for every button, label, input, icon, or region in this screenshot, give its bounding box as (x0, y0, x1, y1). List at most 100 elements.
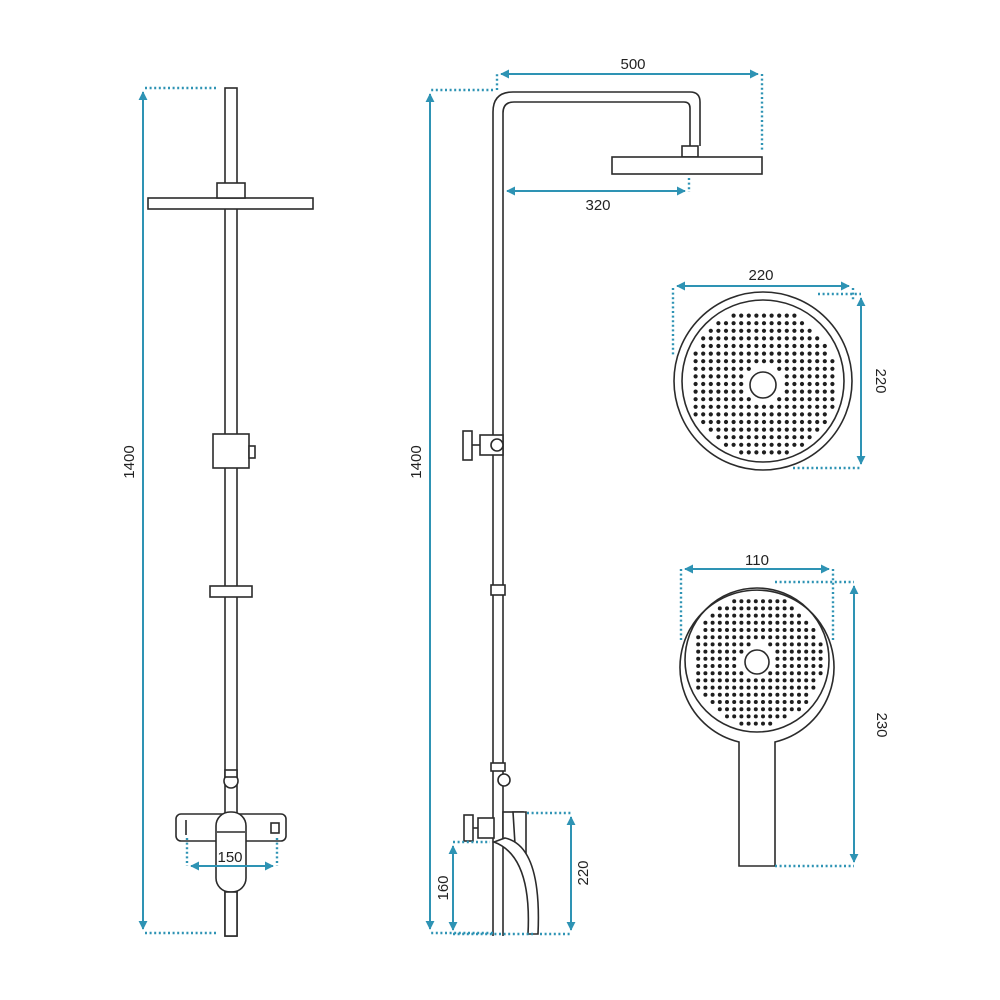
nozzle-dot (775, 606, 780, 611)
nozzle-dot (708, 427, 713, 432)
hand-shower-center-cap (744, 649, 770, 675)
nozzle-dot (822, 389, 827, 394)
nozzle-dot (782, 707, 787, 712)
nozzle-dot (782, 678, 787, 683)
nozzle-dot (792, 321, 797, 326)
nozzle-dot (777, 435, 782, 440)
nozzle-dot (789, 649, 794, 654)
nozzle-dot (818, 664, 823, 668)
nozzle-dot (710, 678, 715, 683)
nozzle-dot (777, 450, 782, 455)
nozzle-dot (815, 427, 820, 432)
nozzle-dot (703, 678, 708, 683)
front-spout-stub (224, 891, 238, 937)
nozzle-dot (782, 671, 787, 676)
front-diverter-block (212, 433, 250, 469)
nozzle-dot (717, 692, 722, 697)
nozzle-dot (725, 656, 729, 661)
nozzle-dot (822, 404, 827, 409)
nozzle-dot (804, 649, 809, 654)
nozzle-dot (746, 678, 751, 683)
nozzle-dot (746, 450, 751, 455)
nozzle-dot (804, 700, 809, 704)
nozzle-dot (782, 642, 787, 647)
nozzle-dot (761, 613, 765, 618)
nozzle-dot (716, 359, 721, 364)
nozzle-dot (799, 343, 805, 349)
nozzle-dot (789, 635, 794, 640)
nozzle-dot (739, 321, 744, 326)
nozzle-dot (792, 442, 797, 447)
nozzle-dot (807, 389, 812, 394)
nozzle-dot (731, 397, 736, 402)
nozzle-dot (769, 313, 774, 318)
front-rain-shower-plate (147, 197, 314, 210)
nozzle-dot (789, 613, 794, 618)
head-depth-label: 220 (872, 368, 889, 393)
head-offset-dimension: 320 (506, 178, 691, 214)
nozzle-dot (768, 721, 773, 726)
nozzle-dot (754, 435, 759, 440)
head-width-dimension: 220 (671, 267, 855, 355)
nozzle-dot (761, 685, 765, 690)
nozzle-dot (739, 606, 744, 611)
nozzle-dot (822, 412, 827, 417)
nozzle-dot (775, 685, 780, 690)
nozzle-dot (761, 328, 767, 333)
nozzle-dot (775, 656, 780, 661)
nozzle-dot (739, 374, 744, 379)
nozzle-dot (797, 678, 801, 683)
nozzle-dot (799, 321, 805, 326)
mixer-height-dimension: 220 (527, 811, 592, 936)
nozzle-dot (701, 389, 706, 394)
front-lower-nut (224, 769, 238, 778)
nozzle-dot (696, 642, 701, 647)
nozzle-dot (769, 336, 774, 341)
nozzle-dot (716, 381, 721, 387)
nozzle-dot (739, 412, 744, 417)
nozzle-dot (708, 419, 713, 425)
side-mixer-stem (477, 817, 495, 839)
head-width-label: 220 (748, 267, 773, 284)
nozzle-dot (731, 351, 736, 356)
nozzle-dot (768, 606, 773, 611)
nozzle-dot (701, 397, 706, 402)
nozzle-dot (708, 359, 713, 364)
nozzle-dot (768, 635, 773, 640)
nozzle-dot (807, 397, 812, 402)
front-height-dimension: 1400 (121, 86, 216, 935)
nozzle-dot (777, 412, 782, 417)
nozzle-dot (716, 321, 721, 326)
nozzle-dot (746, 412, 751, 417)
nozzle-dot (768, 707, 773, 712)
side-head-connector (681, 145, 699, 158)
nozzle-dot (739, 359, 744, 364)
nozzle-dot (725, 613, 729, 618)
nozzle-dot (725, 649, 729, 654)
nozzle-dot (723, 427, 729, 432)
nozzle-dot (753, 678, 758, 683)
nozzle-dot (732, 685, 737, 690)
nozzle-dot (804, 642, 809, 647)
nozzle-dot (725, 642, 729, 647)
nozzle-dot (746, 419, 751, 425)
nozzle-dot (710, 671, 715, 676)
nozzle-dot (789, 685, 794, 690)
nozzle-dot (789, 656, 794, 661)
nozzle-dot (701, 374, 706, 379)
nozzle-dot (732, 692, 737, 697)
nozzle-dot (792, 427, 797, 432)
nozzle-dot (739, 599, 744, 604)
hand-shower-outline (679, 589, 835, 867)
nozzle-dot (782, 692, 787, 697)
nozzle-dot (822, 397, 827, 402)
nozzle-dot (830, 404, 835, 409)
nozzle-dot (708, 381, 713, 387)
rain-head-outline (673, 291, 853, 471)
nozzle-dot (768, 613, 773, 618)
hand-shower-front-view (679, 587, 835, 867)
nozzle-dot (693, 412, 698, 417)
nozzle-dot (784, 366, 789, 371)
side-slider-joint (490, 584, 506, 596)
